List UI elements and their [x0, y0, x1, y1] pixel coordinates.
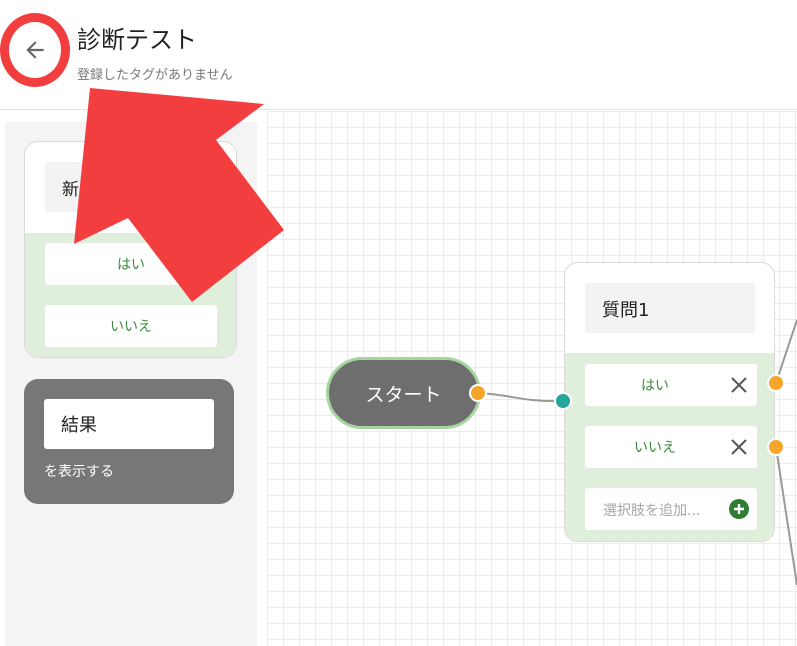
start-node[interactable]: スタート [326, 357, 481, 429]
add-choice-placeholder: 選択肢を追加... [603, 503, 701, 519]
template-choice-yes: はい [45, 243, 217, 285]
choice-yes[interactable]: はい [585, 364, 757, 406]
node-palette: 新 はい いいえ 結果 を表示する [5, 122, 257, 646]
result-node-template[interactable]: 結果 を表示する [24, 379, 234, 504]
close-icon[interactable] [729, 437, 749, 457]
choice-no-label: いいえ [634, 440, 676, 456]
choice-yes-output-port[interactable] [767, 374, 785, 392]
flow-canvas[interactable] [267, 111, 797, 646]
highlight-circle [0, 13, 70, 87]
add-choice-input[interactable]: 選択肢を追加... [585, 488, 757, 530]
template-question-title: 新 [45, 162, 217, 212]
template-result-subtitle: を表示する [44, 464, 114, 480]
question-input-port[interactable] [554, 392, 572, 410]
template-choice-no: いいえ [45, 305, 217, 347]
page-subtitle: 登録したタグがありません [77, 68, 233, 83]
choice-yes-label: はい [641, 378, 669, 394]
choice-no[interactable]: いいえ [585, 426, 757, 468]
back-button[interactable] [14, 29, 56, 71]
question-node[interactable]: 質問1 はい いいえ 選択肢を追加... [564, 262, 775, 542]
question-choices-area: はい いいえ 選択肢を追加... [565, 353, 774, 541]
page-title: 診断テスト [77, 26, 197, 54]
plus-circle-icon[interactable] [729, 499, 749, 519]
question-node-template[interactable]: 新 はい いいえ [24, 141, 237, 358]
template-choices-area: はい いいえ [25, 233, 236, 357]
app-header: 診断テスト 登録したタグがありません [0, 0, 797, 110]
start-output-port[interactable] [469, 384, 487, 402]
close-icon[interactable] [729, 375, 749, 395]
choice-no-output-port[interactable] [767, 438, 785, 456]
question-title[interactable]: 質問1 [585, 283, 755, 333]
template-result-title: 結果 [44, 399, 214, 449]
arrow-left-icon [26, 41, 44, 59]
